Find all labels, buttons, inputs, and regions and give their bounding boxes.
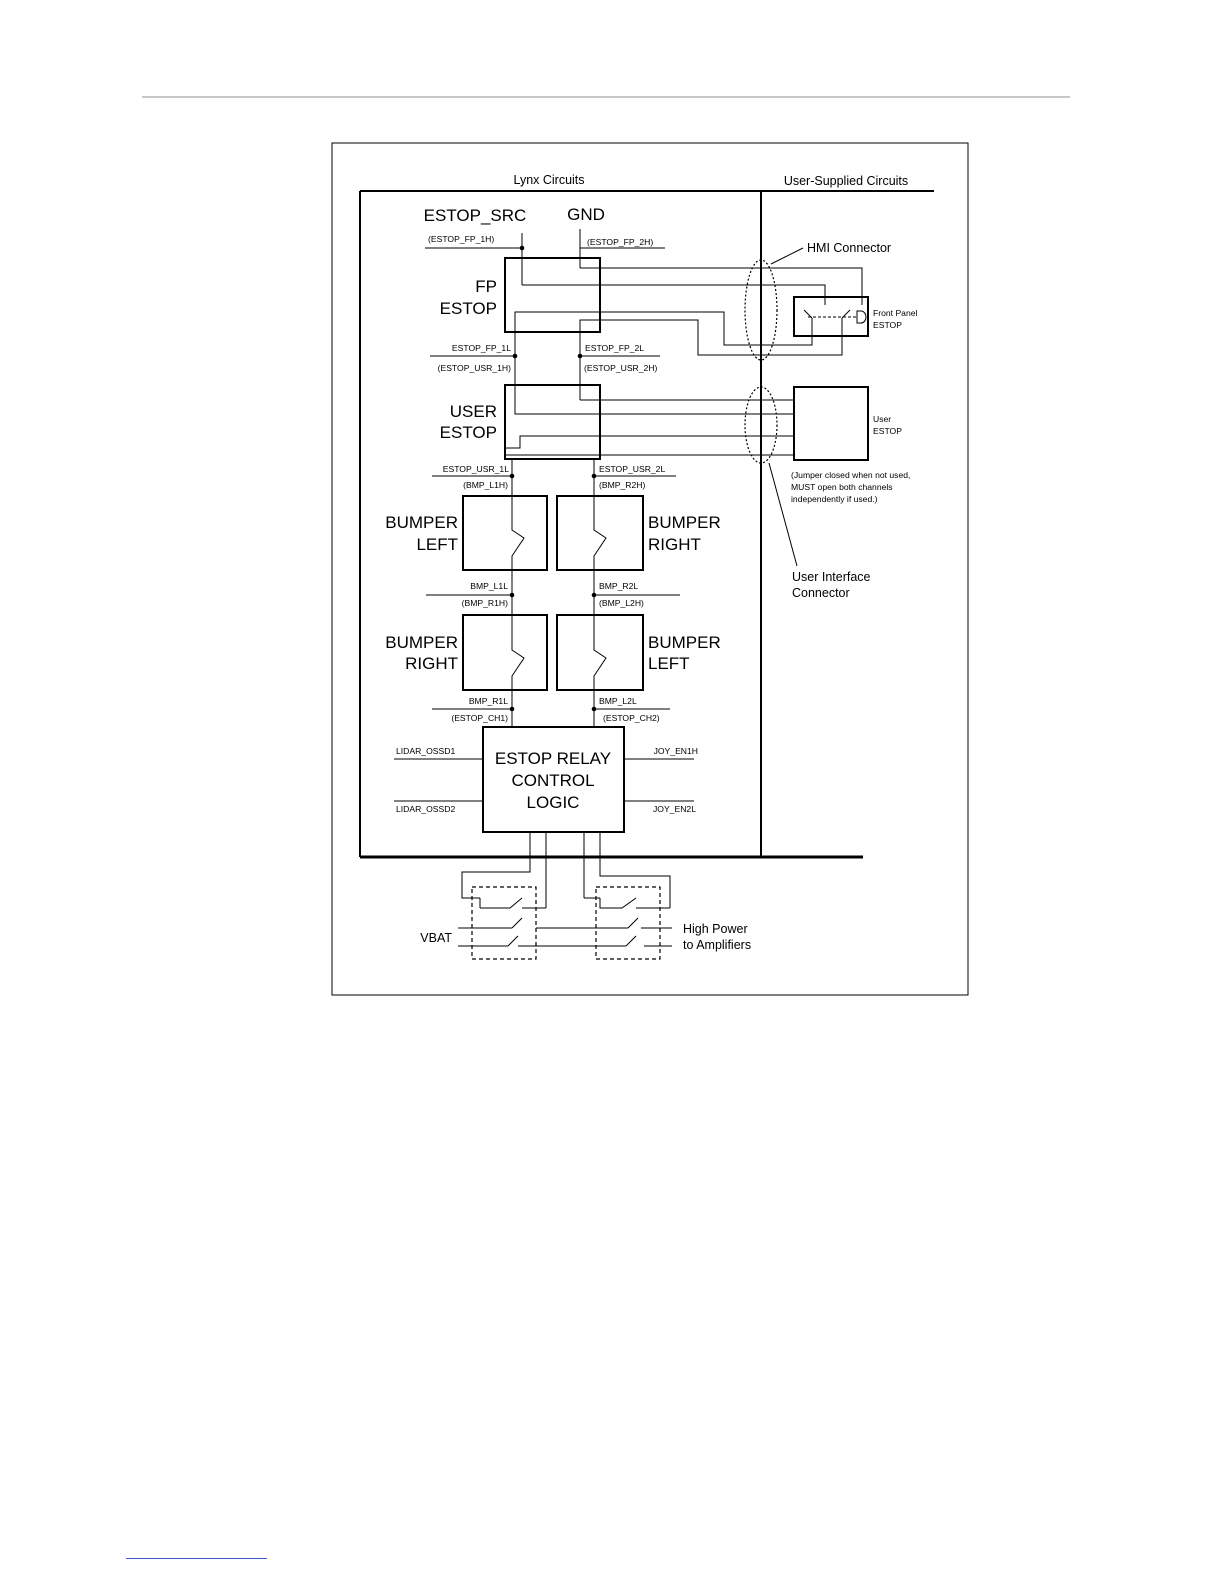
signal-joy-en1h: JOY_EN1H <box>654 746 698 756</box>
user-interface-connector-ellipse <box>744 386 778 464</box>
signal-bmp-r1l: BMP_R1L <box>469 696 508 706</box>
signal-bmp-l1h: (BMP_L1H) <box>463 480 508 490</box>
user-estop-box-label-line2: ESTOP <box>873 426 902 436</box>
user-estop-box <box>793 386 869 461</box>
signal-joy-en2l: JOY_EN2L <box>653 804 696 814</box>
region-boundaries <box>359 190 934 859</box>
bumper-right-top-label-line1: BUMPER <box>648 513 721 532</box>
bumper-left-top-label-line2: LEFT <box>416 535 458 554</box>
high-power-label-line2: to Amplifiers <box>683 938 751 952</box>
fp-estop-label-line1: FP <box>475 277 497 296</box>
signal-estop-usr-2l: ESTOP_USR_2L <box>599 464 665 474</box>
signal-bmp-r1h: (BMP_R1H) <box>462 598 508 608</box>
wiring <box>394 229 863 947</box>
user-supplied-circuits-label: User-Supplied Circuits <box>784 174 908 188</box>
relay-left <box>471 886 546 960</box>
ui-connector-label-line2: Connector <box>792 586 850 600</box>
lynx-circuits-label: Lynx Circuits <box>513 173 584 187</box>
front-panel-estop-switch <box>793 296 869 337</box>
bumper-right-block-bottom <box>462 614 548 691</box>
header-rule <box>142 96 1070 98</box>
estop-src-label: ESTOP_SRC <box>424 206 527 225</box>
jumper-note-line2: MUST open both channels <box>791 482 893 492</box>
signal-bmp-r2h: (BMP_R2H) <box>599 480 645 490</box>
junction-dots <box>509 245 597 712</box>
jumper-note-line1: (Jumper closed when not used, <box>791 470 910 480</box>
vbat-label: VBAT <box>420 931 452 945</box>
signal-estop-fp-1l: ESTOP_FP_1L <box>452 343 511 353</box>
jumper-note-line3: independently if used.) <box>791 494 878 504</box>
signal-bmp-r2l: BMP_R2L <box>599 581 638 591</box>
signal-estop-usr-1h: (ESTOP_USR_1H) <box>438 363 512 373</box>
signal-estop-usr-1l: ESTOP_USR_1L <box>443 464 509 474</box>
ui-connector-label-line1: User Interface <box>792 570 871 584</box>
high-power-label-line1: High Power <box>683 922 748 936</box>
user-estop-block <box>504 384 601 460</box>
signal-estop-fp-2l: ESTOP_FP_2L <box>585 343 644 353</box>
bumper-right-bottom-label-line1: BUMPER <box>385 633 458 652</box>
bumper-left-block-bottom <box>556 614 644 691</box>
bumper-left-bottom-label-line2: LEFT <box>648 654 690 673</box>
relay-right <box>584 886 670 960</box>
bumper-left-bottom-label-line1: BUMPER <box>648 633 721 652</box>
relay-logic-block <box>482 726 625 833</box>
user-estop-label-line1: USER <box>450 402 497 421</box>
signal-bmp-l2h: (BMP_L2H) <box>599 598 644 608</box>
fp-estop-block <box>504 257 601 333</box>
user-estop-label-line2: ESTOP <box>440 423 497 442</box>
relay-logic-label-line2: CONTROL <box>511 771 594 790</box>
front-panel-estop-label-line1: Front Panel <box>873 308 918 318</box>
relay-logic-label-line3: LOGIC <box>527 793 580 812</box>
fp-estop-label-line2: ESTOP <box>440 299 497 318</box>
signal-estop-fp-2h: (ESTOP_FP_2H) <box>587 237 653 247</box>
footer-rule <box>126 1558 267 1559</box>
bumper-right-top-label-line2: RIGHT <box>648 535 701 554</box>
signal-estop-usr-2h: (ESTOP_USR_2H) <box>584 363 658 373</box>
signal-estop-fp-1h: (ESTOP_FP_1H) <box>428 234 494 244</box>
hmi-connector-ellipse <box>744 259 778 361</box>
front-panel-estop-label-line2: ESTOP <box>873 320 902 330</box>
bumper-right-block-top <box>556 495 644 571</box>
signal-lidar-ossd1: LIDAR_OSSD1 <box>396 746 455 756</box>
diagram-frame <box>331 142 969 996</box>
bumper-right-bottom-label-line2: RIGHT <box>405 654 458 673</box>
hmi-connector-label: HMI Connector <box>807 241 891 255</box>
signal-bmp-l1l: BMP_L1L <box>470 581 508 591</box>
gnd-label: GND <box>567 205 605 224</box>
connector-leaders <box>768 247 804 567</box>
relay-logic-label-line1: ESTOP RELAY <box>495 749 611 768</box>
signal-bmp-l2l: BMP_L2L <box>599 696 637 706</box>
bumper-left-top-label-line1: BUMPER <box>385 513 458 532</box>
signal-lidar-ossd2: LIDAR_OSSD2 <box>396 804 455 814</box>
user-estop-box-label-line1: User <box>873 414 891 424</box>
bumper-left-block-top <box>462 495 548 571</box>
signal-estop-ch1: (ESTOP_CH1) <box>451 713 508 723</box>
signal-estop-ch2: (ESTOP_CH2) <box>603 713 660 723</box>
